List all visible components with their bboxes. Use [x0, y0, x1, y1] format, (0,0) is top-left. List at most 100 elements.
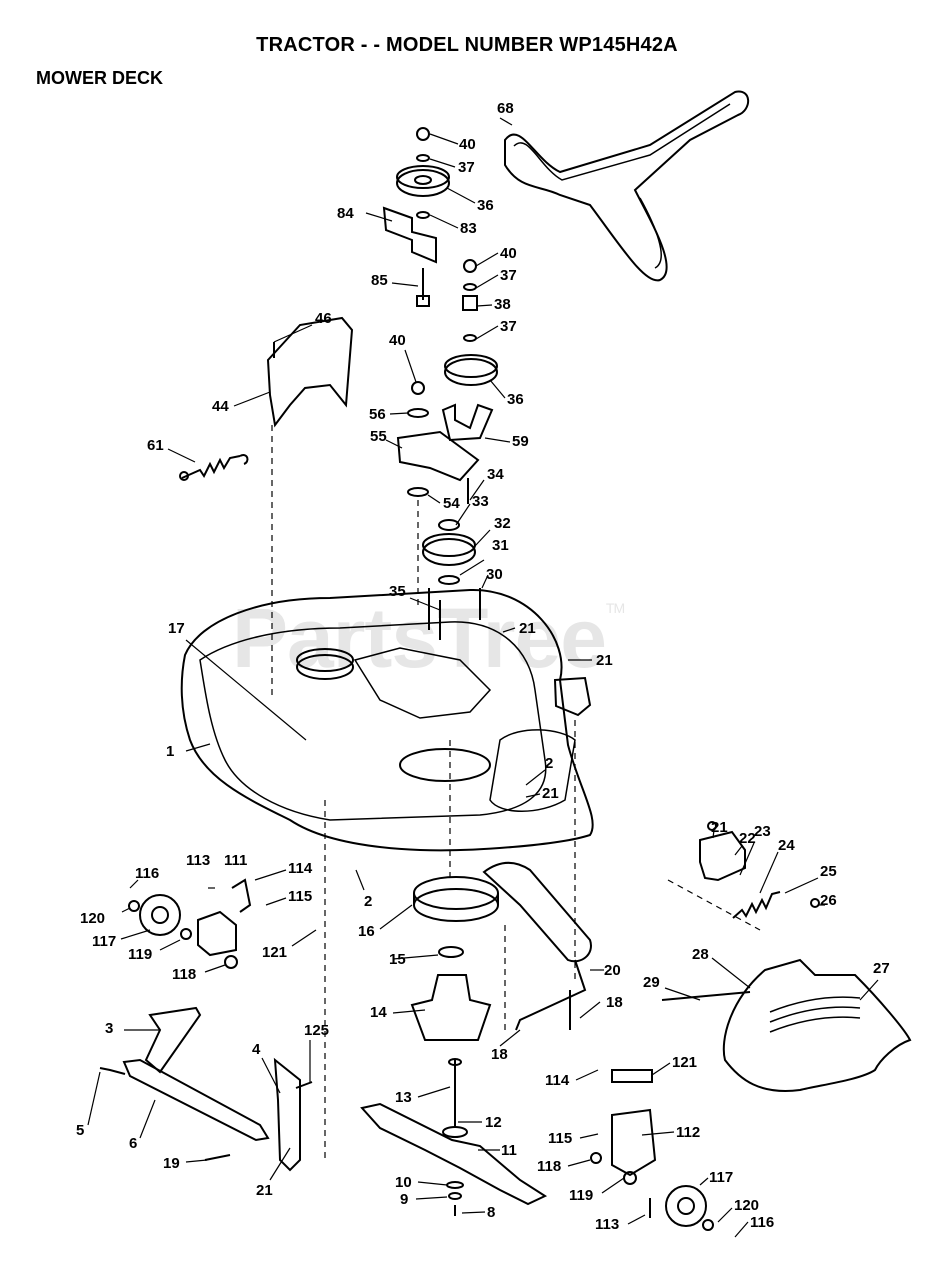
callout-label: 119 [128, 946, 153, 963]
callout-label: 40 [500, 245, 517, 262]
wheel-part [665, 1185, 707, 1227]
callout-label: 2 [545, 755, 554, 772]
spring-part [181, 455, 241, 479]
callout-label: 29 [643, 974, 660, 991]
callout-label: 125 [304, 1022, 330, 1039]
bracket-part [273, 1057, 301, 1172]
callout-label: 35 [389, 583, 406, 600]
discharge-chute-part [722, 958, 912, 1092]
callout-label: 46 [315, 310, 332, 327]
callout-label: 30 [486, 566, 503, 583]
callout-label: 15 [389, 951, 406, 968]
callout-label: 113 [186, 852, 211, 869]
pulley-part [444, 358, 498, 386]
pulley-part [396, 169, 450, 197]
pulley-part [422, 538, 476, 566]
idler-arm-part [396, 430, 480, 482]
callout-label: 37 [500, 318, 517, 335]
bracket-part [611, 1108, 657, 1177]
mower-deck-part [180, 588, 594, 852]
bracket-part [144, 1006, 202, 1074]
callout-label: 33 [472, 493, 489, 510]
callout-label: 34 [487, 466, 504, 483]
callout-label: 28 [692, 946, 709, 963]
callout-label: 1 [166, 743, 175, 760]
belt-part [504, 90, 750, 282]
callout-label: 21 [596, 652, 613, 669]
callout-label: 115 [548, 1130, 573, 1147]
callout-label: 61 [147, 437, 164, 454]
callout-label: 55 [370, 428, 387, 445]
callout-label: 36 [477, 197, 494, 214]
callout-label: 37 [458, 159, 475, 176]
callout-label: 116 [750, 1214, 775, 1231]
callout-label: 83 [460, 220, 477, 237]
callout-label: 14 [370, 1004, 387, 1021]
callout-label: 17 [168, 620, 185, 637]
callout-label: 40 [389, 332, 406, 349]
bracket-part [382, 206, 437, 264]
callout-label: 21 [519, 620, 536, 637]
callout-label: 22 [739, 830, 756, 847]
callout-label: 24 [778, 837, 795, 854]
callout-label: 23 [754, 823, 771, 840]
callout-label: 9 [400, 1191, 409, 1208]
callout-label: 120 [734, 1197, 760, 1214]
callout-label: 117 [709, 1169, 734, 1186]
callout-label: 32 [494, 515, 511, 532]
callout-label: 121 [262, 944, 288, 961]
callout-label: 19 [163, 1155, 180, 1172]
lift-arm-part [122, 1058, 270, 1142]
callout-label: 121 [672, 1054, 698, 1071]
callout-label: 12 [485, 1114, 502, 1131]
belt-guard-part [266, 316, 354, 428]
callout-label: 68 [497, 100, 514, 117]
callout-label: 2 [364, 893, 373, 910]
bracket-part [197, 910, 237, 957]
callout-label: 4 [252, 1041, 261, 1058]
callout-label: 44 [212, 398, 229, 415]
callout-label: 8 [487, 1204, 496, 1221]
section-title: MOWER DECK [36, 68, 163, 88]
callout-label: 114 [288, 860, 313, 877]
callout-label: 113 [595, 1216, 620, 1233]
callout-label: 5 [76, 1122, 85, 1139]
callout-label: 54 [443, 495, 460, 512]
callout-label: 117 [92, 933, 117, 950]
callout-label: 21 [256, 1182, 273, 1199]
callout-label: 3 [105, 1020, 114, 1037]
arm-part [482, 861, 592, 963]
callout-label: 84 [337, 205, 354, 222]
bracket-part [441, 403, 494, 442]
callout-label: 21 [711, 819, 728, 836]
callout-label: 85 [371, 272, 388, 289]
callout-label: 11 [501, 1142, 517, 1159]
callout-label: 18 [491, 1046, 508, 1063]
callout-label: 6 [129, 1135, 138, 1152]
callout-label: 59 [512, 433, 529, 450]
callout-label: 114 [545, 1072, 570, 1089]
callout-label: 115 [288, 888, 313, 905]
diagram-title: TRACTOR - - MODEL NUMBER WP145H42A [256, 34, 678, 56]
callout-label: 118 [172, 966, 197, 983]
callout-label: 27 [873, 960, 890, 977]
callout-label: 111 [224, 852, 248, 869]
spring-part [732, 891, 781, 919]
bracket-part [699, 830, 746, 882]
callout-label: 13 [395, 1089, 412, 1106]
callout-label: 10 [395, 1174, 412, 1191]
callout-label: 116 [135, 865, 160, 882]
wheel-part [139, 894, 181, 936]
callout-label: 26 [820, 892, 837, 909]
callout-label: 25 [820, 863, 837, 880]
callout-label: 112 [676, 1124, 701, 1141]
callout-label: 120 [80, 910, 106, 927]
callout-label: 37 [500, 267, 517, 284]
blade-part [360, 1102, 548, 1206]
callout-label: 20 [604, 962, 621, 979]
callout-label: 38 [494, 296, 511, 313]
callout-label: 118 [537, 1158, 562, 1175]
callout-label: 18 [606, 994, 623, 1011]
callout-label: 21 [542, 785, 559, 802]
callout-label: 16 [358, 923, 375, 940]
